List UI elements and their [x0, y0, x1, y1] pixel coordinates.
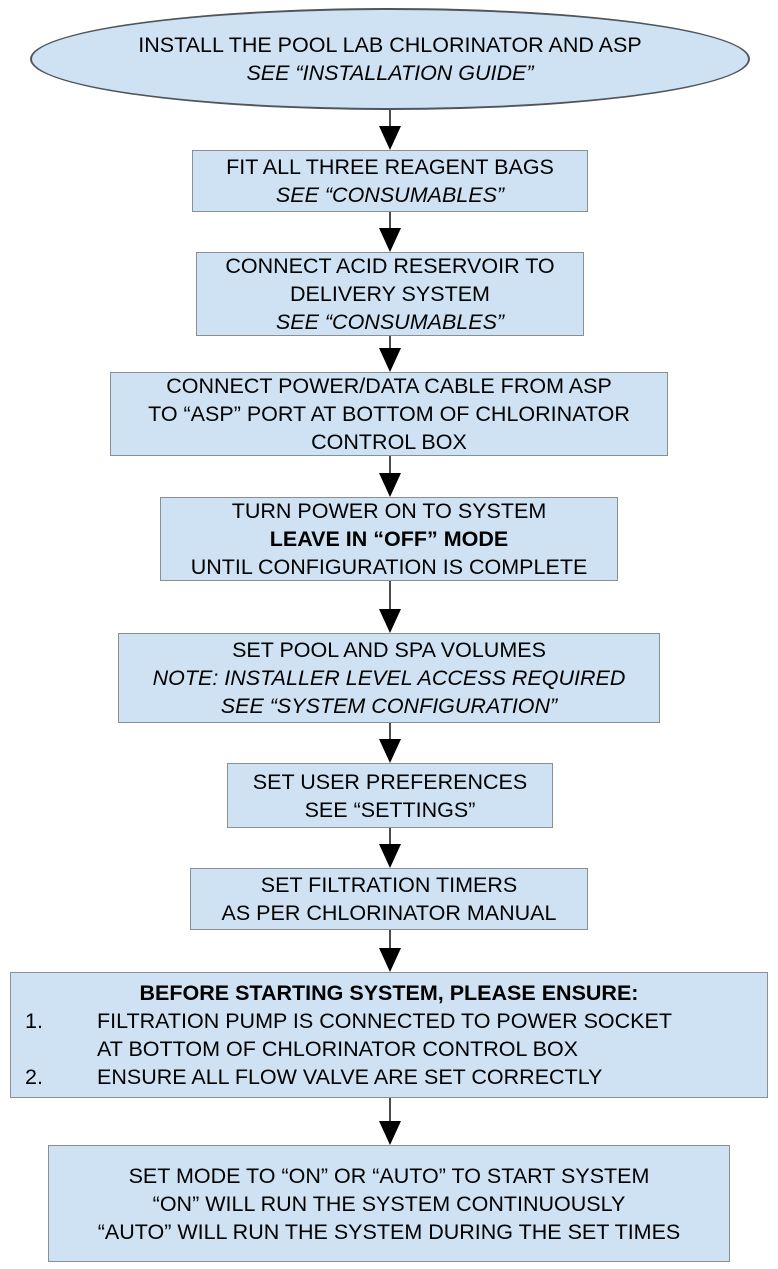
flow-arrow — [378, 336, 402, 372]
step-line: FIT ALL THREE REAGENT BAGS — [226, 155, 554, 179]
step-line: SET POOL AND SPA VOLUMES — [232, 638, 546, 662]
step-line: INSTALL THE POOL LAB CHLORINATOR AND ASP — [138, 33, 642, 57]
step-line: SEE “INSTALLATION GUIDE” — [246, 61, 534, 85]
step-line: AS PER CHLORINATOR MANUAL — [221, 901, 557, 925]
arrow-shaft — [389, 212, 391, 228]
step-connect-acid-reservoir: CONNECT ACID RESERVOIR TO DELIVERY SYSTE… — [196, 252, 584, 336]
arrow-head-icon — [379, 609, 401, 633]
step-line: “ON” WILL RUN THE SYSTEM CONTINUOUSLY — [152, 1191, 626, 1216]
step-line: LEAVE IN “OFF” MODE — [269, 527, 509, 551]
arrow-shaft — [389, 723, 391, 739]
step-connect-power-data-cable: CONNECT POWER/DATA CABLE FROM ASP TO “AS… — [110, 372, 668, 456]
step-line: CONTROL BOX — [311, 430, 467, 454]
arrow-shaft — [389, 456, 391, 473]
arrow-shaft — [389, 828, 391, 844]
flow-arrow — [378, 828, 402, 868]
flow-arrow — [378, 930, 402, 972]
step-line: “AUTO” WILL RUN THE SYSTEM DURING THE SE… — [97, 1219, 681, 1244]
step-line: SET FILTRATION TIMERS — [260, 873, 518, 897]
step-line: NOTE: INSTALLER LEVEL ACCESS REQUIRED — [152, 666, 626, 690]
flow-arrow — [378, 110, 402, 150]
flow-arrow — [378, 1098, 402, 1145]
arrow-head-icon — [379, 948, 401, 972]
arrow-shaft — [389, 336, 391, 348]
arrow-shaft — [389, 1098, 391, 1121]
step-install: INSTALL THE POOL LAB CHLORINATOR AND ASP… — [30, 8, 750, 110]
step-line: TURN POWER ON TO SYSTEM — [231, 499, 547, 523]
arrow-shaft — [389, 581, 391, 609]
arrow-head-icon — [379, 228, 401, 252]
flow-arrow — [378, 212, 402, 252]
step-line: SEE “CONSUMABLES” — [275, 183, 505, 207]
checklist-text: ENSURE ALL FLOW VALVE ARE SET CORRECTLY — [97, 1065, 603, 1089]
step-line: SEE “CONSUMABLES” — [275, 310, 505, 334]
arrow-head-icon — [379, 473, 401, 497]
step-line: SET USER PREFERENCES — [252, 769, 528, 794]
flow-arrow — [378, 456, 402, 497]
step-line: CONNECT POWER/DATA CABLE FROM ASP — [166, 374, 612, 398]
arrow-head-icon — [379, 739, 401, 763]
checklist-item: 1. FILTRATION PUMP IS CONNECTED TO POWER… — [25, 1007, 753, 1035]
step-turn-power-on: TURN POWER ON TO SYSTEM LEAVE IN “OFF” M… — [160, 497, 618, 581]
checklist-number: 2. — [25, 1065, 43, 1089]
arrow-shaft — [389, 930, 391, 948]
step-line: DELIVERY SYSTEM — [290, 282, 490, 306]
checklist-text: AT BOTTOM OF CHLORINATOR CONTROL BOX — [97, 1037, 579, 1061]
checklist-number — [25, 1035, 97, 1063]
step-line: CONNECT ACID RESERVOIR TO — [225, 254, 555, 278]
step-line: SEE “SETTINGS” — [304, 797, 476, 822]
step-set-pool-spa-volumes: SET POOL AND SPA VOLUMES NOTE: INSTALLER… — [118, 633, 660, 723]
arrow-head-icon — [379, 844, 401, 868]
checklist-number: 1. — [25, 1009, 43, 1033]
step-before-starting-checklist: BEFORE STARTING SYSTEM, PLEASE ENSURE: 1… — [10, 972, 768, 1098]
arrow-head-icon — [379, 1121, 401, 1145]
checklist-item-continuation: AT BOTTOM OF CHLORINATOR CONTROL BOX — [25, 1035, 753, 1063]
step-set-user-preferences: SET USER PREFERENCES SEE “SETTINGS” — [227, 763, 553, 828]
step-line: UNTIL CONFIGURATION IS COMPLETE — [190, 555, 588, 579]
arrow-head-icon — [379, 126, 401, 150]
step-line: TO “ASP” PORT AT BOTTOM OF CHLORINATOR — [148, 402, 630, 426]
step-line: SEE “SYSTEM CONFIGURATION” — [220, 694, 558, 718]
flow-arrow — [378, 581, 402, 633]
checklist-item: 2. ENSURE ALL FLOW VALVE ARE SET CORRECT… — [25, 1063, 753, 1091]
checklist-text: FILTRATION PUMP IS CONNECTED TO POWER SO… — [97, 1009, 672, 1033]
checklist-heading: BEFORE STARTING SYSTEM, PLEASE ENSURE: — [139, 981, 639, 1005]
step-set-mode-start: SET MODE TO “ON” OR “AUTO” TO START SYST… — [48, 1145, 730, 1262]
step-line: SET MODE TO “ON” OR “AUTO” TO START SYST… — [128, 1163, 650, 1188]
step-set-filtration-timers: SET FILTRATION TIMERS AS PER CHLORINATOR… — [190, 868, 588, 930]
step-fit-reagent-bags: FIT ALL THREE REAGENT BAGS SEE “CONSUMAB… — [192, 150, 588, 212]
arrow-shaft — [389, 110, 391, 126]
arrow-head-icon — [379, 348, 401, 372]
flow-arrow — [378, 723, 402, 763]
